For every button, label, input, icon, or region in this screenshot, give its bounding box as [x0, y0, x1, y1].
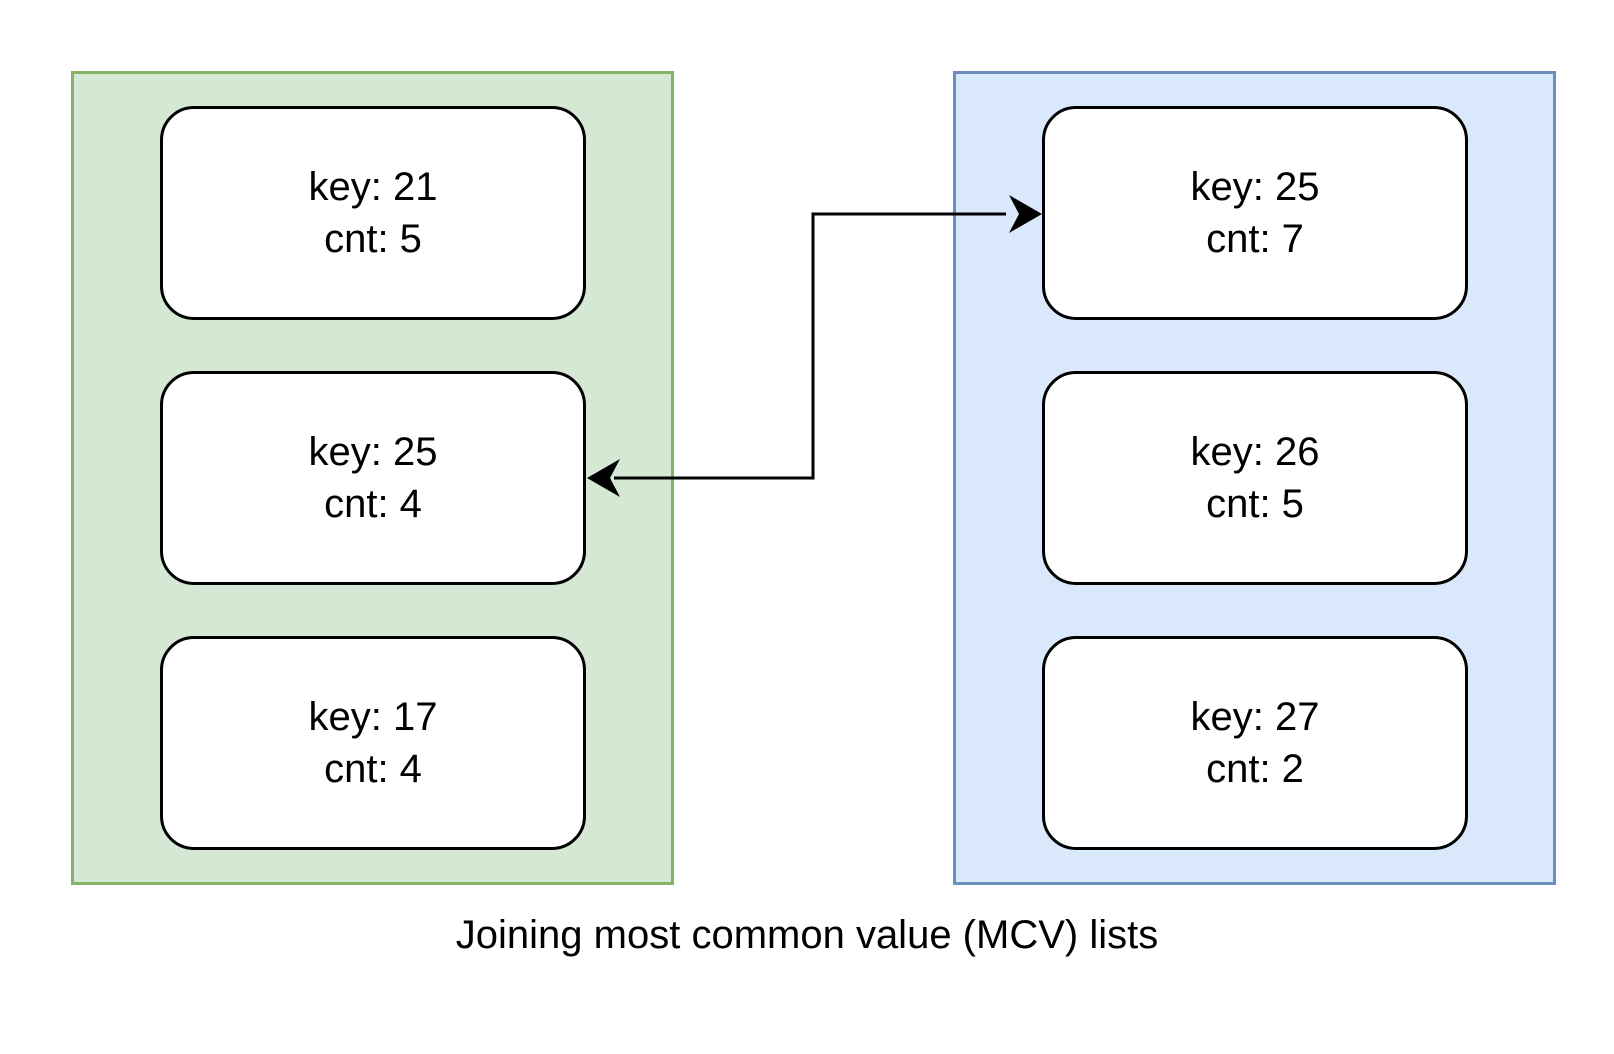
- left-mcv-entry: key: 21 cnt: 5: [160, 106, 586, 320]
- entry-key-label: key: 17: [308, 695, 438, 739]
- entry-count-label: cnt: 2: [1206, 747, 1304, 791]
- right-mcv-entry: key: 26 cnt: 5: [1042, 371, 1468, 585]
- entry-key-label: key: 27: [1190, 695, 1320, 739]
- entry-count-label: cnt: 4: [324, 747, 422, 791]
- entry-key-label: key: 25: [1190, 165, 1320, 209]
- entry-count-label: cnt: 5: [1206, 482, 1304, 526]
- entry-key-label: key: 21: [308, 165, 438, 209]
- entry-count-label: cnt: 7: [1206, 217, 1304, 261]
- entry-key-label: key: 26: [1190, 430, 1320, 474]
- right-mcv-entry: key: 27 cnt: 2: [1042, 636, 1468, 850]
- entry-key-label: key: 25: [308, 430, 438, 474]
- left-mcv-entry: key: 25 cnt: 4: [160, 371, 586, 585]
- entry-count-label: cnt: 4: [324, 482, 422, 526]
- diagram-caption: Joining most common value (MCV) lists: [455, 913, 1159, 957]
- entry-count-label: cnt: 5: [324, 217, 422, 261]
- right-mcv-entry: key: 25 cnt: 7: [1042, 106, 1468, 320]
- left-mcv-entry: key: 17 cnt: 4: [160, 636, 586, 850]
